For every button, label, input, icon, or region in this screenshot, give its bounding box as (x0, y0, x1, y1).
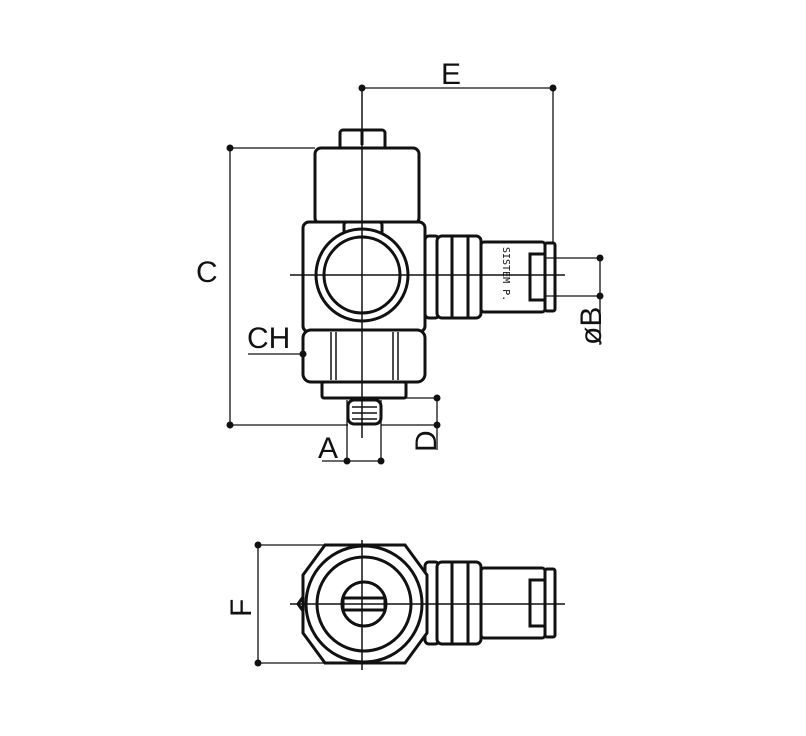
push-in-connector: SISTEM P. (423, 234, 557, 320)
front-view: SISTEM P. (290, 88, 565, 438)
dimension-D: D (381, 394, 443, 452)
svg-text:C: C (196, 256, 218, 289)
cap (313, 146, 421, 226)
dimension-CH: CH (247, 322, 307, 358)
dimension-E: E (358, 58, 557, 243)
dimension-C: C (196, 144, 348, 429)
dimension-F: F (225, 541, 325, 667)
dimension-B: øB (545, 254, 608, 345)
dimension-A: A (318, 400, 385, 465)
svg-text:F: F (225, 599, 258, 617)
thread (346, 398, 383, 426)
svg-text:D: D (410, 430, 443, 452)
svg-text:CH: CH (247, 322, 290, 355)
svg-text:E: E (441, 58, 461, 91)
washer (320, 380, 408, 400)
svg-text:øB: øB (575, 307, 608, 345)
top-view (290, 540, 565, 670)
svg-text:A: A (318, 432, 338, 465)
hex-nut (301, 328, 427, 384)
brand-marking: SISTEM P. (500, 247, 511, 301)
